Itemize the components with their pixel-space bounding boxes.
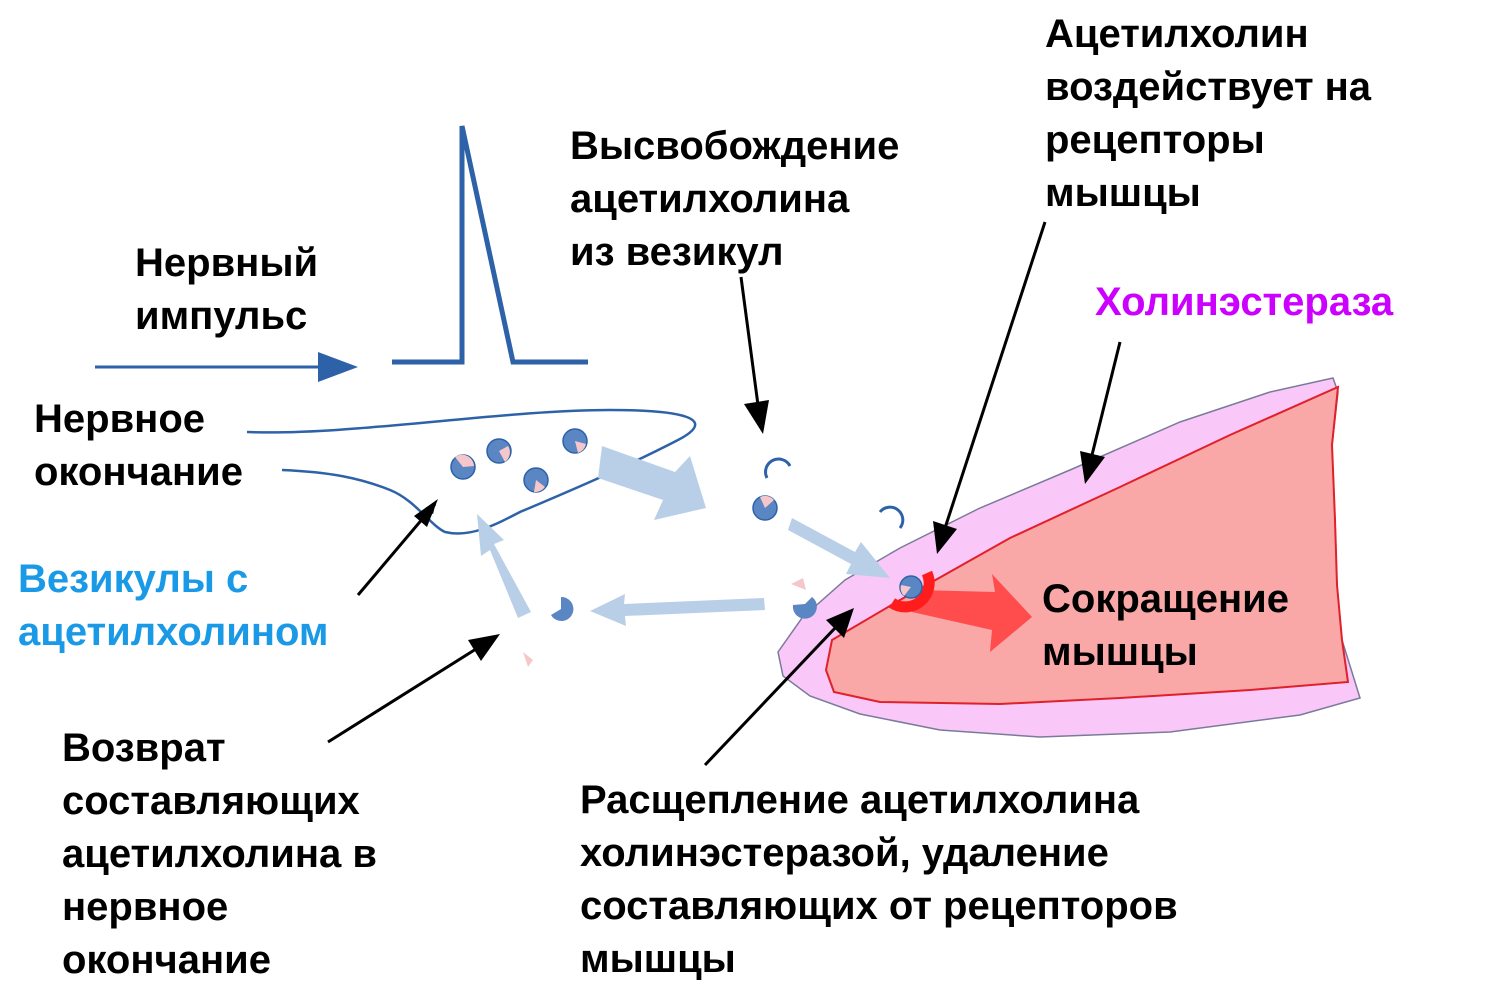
label-contraction: Сокращение мышцы bbox=[1042, 577, 1290, 674]
vesicle-1 bbox=[450, 454, 476, 480]
vesicle-4 bbox=[562, 428, 588, 454]
return-flow-arrow-icon bbox=[477, 514, 531, 618]
muscle-fiber bbox=[777, 377, 1361, 738]
acetate-fragment-icon bbox=[791, 578, 806, 590]
pointer-head-icon bbox=[414, 499, 438, 527]
label-release: Высвобождение ацетилхолина из везикул bbox=[570, 124, 900, 274]
cholinesterase-enzyme-icon bbox=[888, 570, 935, 613]
label-breakdown: Расщепление ацетилхолина холинэстеразой,… bbox=[580, 778, 1178, 981]
vesicle-3 bbox=[523, 467, 549, 493]
pointer-head-icon bbox=[933, 521, 957, 554]
empty-vesicle-icon bbox=[878, 505, 905, 529]
vesicles-group bbox=[450, 428, 588, 493]
diffusion-flow-arrow-icon bbox=[788, 518, 890, 578]
label-nerve-impulse: Нервный импульс bbox=[135, 241, 319, 338]
pointer-arrow-return bbox=[327, 647, 477, 744]
nerve-terminal-outline bbox=[246, 408, 697, 535]
pointer-arrow-breakdown bbox=[703, 625, 838, 767]
label-vesicles: Везикулы с ацетилхолином bbox=[18, 557, 329, 654]
pointer-arrow-release bbox=[739, 276, 760, 406]
label-cholinesterase: Холинэстераза bbox=[1095, 280, 1394, 324]
pointer-arrows bbox=[327, 221, 1122, 767]
label-return: Возврат составляющих ацетилхолина в нерв… bbox=[62, 726, 377, 982]
pointer-arrow-cholinesterase bbox=[1090, 341, 1122, 456]
action-potential-spike-icon bbox=[392, 125, 588, 365]
release-flow-arrow-icon bbox=[598, 446, 706, 520]
nerve-impulse bbox=[95, 125, 588, 382]
pointer-head-icon bbox=[1080, 451, 1105, 484]
released-acetylcholine-icon bbox=[752, 495, 778, 521]
contraction-arrow-icon bbox=[912, 574, 1032, 652]
pointer-arrow-receptor bbox=[943, 221, 1047, 529]
vesicle-2 bbox=[486, 438, 512, 464]
transmitter-flow-arrows bbox=[477, 446, 890, 626]
pointer-head-icon bbox=[744, 400, 769, 434]
label-nerve-ending: Нервное окончание bbox=[34, 397, 243, 494]
choline-fragment-icon bbox=[792, 597, 817, 619]
pointer-head-icon bbox=[826, 608, 854, 638]
empty-vesicle-icon bbox=[764, 457, 792, 479]
label-receptor-action: Ацетилхолин воздействует на рецепторы мы… bbox=[1045, 12, 1372, 215]
muscle-tissue bbox=[824, 385, 1350, 706]
pointer-head-icon bbox=[468, 634, 500, 661]
reuptake-flow-arrow-icon bbox=[590, 594, 765, 626]
choline-fragment-icon bbox=[551, 596, 574, 621]
impulse-arrow-head-icon bbox=[318, 352, 358, 382]
bound-acetylcholine-icon bbox=[899, 575, 923, 599]
acetate-fragment-icon bbox=[523, 652, 533, 667]
